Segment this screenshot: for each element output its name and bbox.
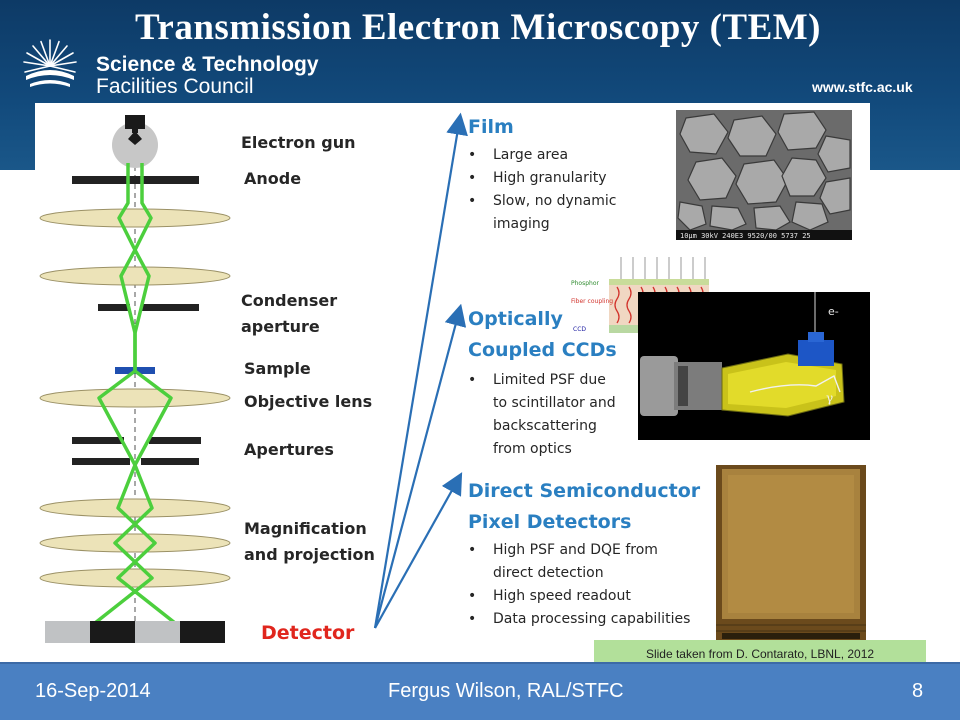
ccd-heading-line1: Optically — [468, 308, 563, 330]
condenser-lens-2 — [39, 266, 231, 286]
electron-label: e- — [828, 305, 839, 318]
film-bullet-continuation: imaging — [493, 216, 550, 232]
projector-lens-2 — [39, 533, 231, 553]
ccd-camera-render: e- γ — [638, 292, 870, 440]
org-name-line2: Facilities Council — [96, 75, 254, 98]
label-electron-gun: Electron gun — [241, 133, 356, 152]
footer-author: Fergus Wilson, RAL/STFC — [388, 680, 624, 702]
label-magnification-line1: Magnification — [244, 519, 367, 538]
film-bullet: High granularity — [468, 167, 616, 190]
dspd-heading-line2: Pixel Detectors — [468, 511, 632, 533]
label-condenser-line1: Condenser — [241, 291, 338, 310]
label-sample: Sample — [244, 359, 311, 378]
fiber-coupling-label: Fiber coupling — [571, 298, 613, 305]
tem-column-diagram — [39, 112, 468, 643]
film-bullet: Slow, no dynamic — [468, 190, 616, 213]
condenser-aperture-left — [98, 304, 130, 311]
aperture-upper-right — [149, 437, 201, 444]
electron-beam-rays — [93, 163, 177, 625]
film-crystals-graphic: 10µm 30kV 240E3 9520/00 5737 25 — [676, 110, 852, 240]
org-name-line1: Science & Technology — [96, 53, 319, 76]
label-detector: Detector — [261, 622, 355, 644]
micrograph-scale-text: 10µm 30kV 240E3 9520/00 5737 25 — [680, 232, 811, 240]
phosphor-label: Phosphor — [571, 280, 600, 287]
slide-title: Transmission Electron Microscopy (TEM) — [135, 7, 821, 48]
dspd-heading-line1: Direct Semiconductor — [468, 480, 701, 502]
ccd-bullet-continuation-2: backscattering — [493, 418, 597, 434]
dspd-bullet: Data processing capabilities — [468, 608, 690, 631]
ccd-label: CCD — [573, 326, 586, 333]
detector-arrows — [373, 112, 468, 629]
ccd-bullet-continuation-3: from optics — [493, 441, 572, 457]
detector-array — [45, 621, 225, 643]
label-anode: Anode — [244, 169, 302, 188]
dspd-bullets-2: High speed readout Data processing capab… — [468, 585, 690, 631]
slide-footer: 16-Sep-2014 Fergus Wilson, RAL/STFC 8 — [0, 662, 960, 720]
label-apertures: Apertures — [244, 440, 334, 459]
label-condenser-line2: aperture — [241, 317, 320, 336]
label-objective-lens: Objective lens — [244, 392, 373, 411]
ccd-bullet: Limited PSF due — [468, 369, 606, 392]
label-magnification-line2: and projection — [244, 545, 375, 564]
aperture-lower-right — [141, 458, 199, 465]
condenser-lens-1 — [39, 208, 231, 228]
anode-bar — [72, 176, 199, 184]
stfc-sunburst-logo-icon — [23, 39, 77, 87]
film-bullets: Large area High granularity Slow, no dyn… — [468, 144, 616, 213]
dspd-bullet-continuation: direct detection — [493, 565, 604, 581]
electron-gun-icon — [112, 115, 158, 168]
website-url[interactable]: www.stfc.ac.uk — [812, 79, 913, 95]
ccd-bullet-continuation-1: to scintillator and — [493, 395, 616, 411]
ccd-bullets: Limited PSF due — [468, 369, 606, 392]
film-bullet: Large area — [468, 144, 616, 167]
aperture-upper-left — [72, 437, 124, 444]
content-panel: Electron gun Anode Condenser aperture Sa… — [35, 103, 870, 658]
dspd-bullet: High speed readout — [468, 585, 690, 608]
dspd-bullets: High PSF and DQE from — [468, 539, 658, 562]
gamma-label: γ — [826, 391, 833, 405]
page-number: 8 — [912, 680, 924, 702]
footer-date: 16-Sep-2014 — [35, 680, 151, 702]
condenser-aperture-right — [141, 304, 199, 311]
aperture-lower-left — [72, 458, 130, 465]
film-heading: Film — [468, 116, 514, 138]
film-micrograph-image: 10µm 30kV 240E3 9520/00 5737 25 — [676, 110, 852, 240]
dspd-bullet: High PSF and DQE from — [468, 539, 658, 562]
objective-lens — [39, 388, 231, 408]
pixel-sensor-chip-image — [716, 465, 866, 645]
projector-lens-1 — [39, 498, 231, 518]
projector-lens-3 — [39, 568, 231, 588]
ccd-heading-line2: Coupled CCDs — [468, 339, 617, 361]
